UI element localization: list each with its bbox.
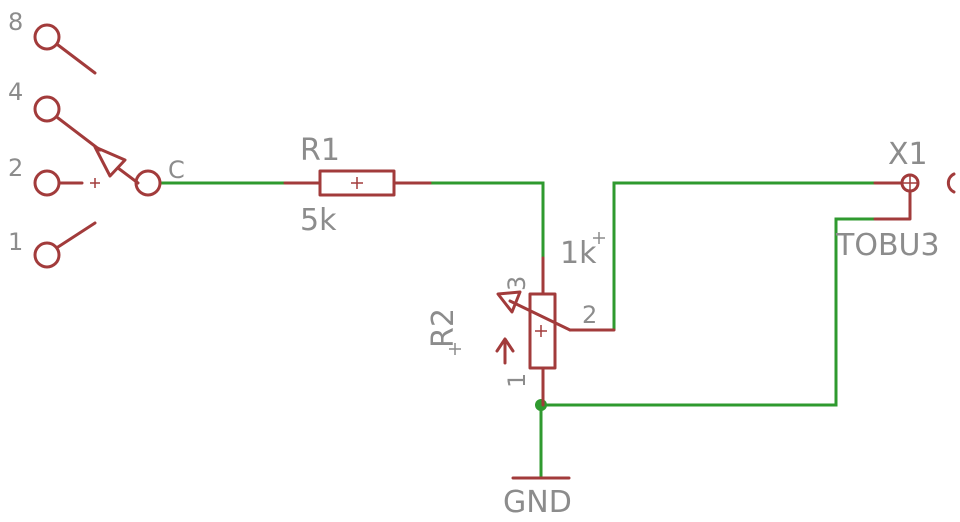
wires bbox=[160, 181, 875, 478]
r2-pin3-label: 3 bbox=[503, 276, 531, 291]
r2-name-label: R2 bbox=[426, 308, 461, 348]
resistor-r1: R1 5k bbox=[283, 133, 432, 238]
x1-value-label: TOBU3 bbox=[835, 228, 940, 263]
x1-lead-ground bbox=[873, 189, 912, 221]
switch-contact-4 bbox=[33, 95, 61, 123]
switch-contact-8 bbox=[33, 23, 61, 51]
switch-position-2-label: 2 bbox=[8, 154, 23, 182]
switch-contact-1 bbox=[33, 241, 61, 269]
r2-pin1-label: 1 bbox=[503, 373, 531, 388]
x1-name-label: X1 bbox=[888, 137, 928, 172]
r1-origin-marker bbox=[351, 177, 363, 189]
gnd-label: GND bbox=[503, 485, 572, 520]
junction-dot bbox=[535, 399, 547, 411]
switch-position-4-label: 4 bbox=[8, 78, 23, 106]
r2-wiper-line bbox=[508, 299, 572, 332]
r1-value-label: 5k bbox=[300, 203, 337, 238]
ground-symbol: GND bbox=[503, 476, 572, 520]
switch-lead-1 bbox=[56, 221, 97, 249]
switch-lead-4 bbox=[56, 116, 102, 152]
rotary-switch: 8 4 2 1 C bbox=[8, 8, 185, 269]
switch-common-contact bbox=[134, 169, 162, 197]
switch-lead-8 bbox=[56, 43, 97, 75]
net-x1-to-ground bbox=[541, 217, 875, 407]
x1-pin-cross bbox=[902, 175, 918, 191]
connector-x1: X1 TOBU3 bbox=[835, 137, 956, 263]
net-r1-to-r2-pin3 bbox=[430, 181, 545, 258]
switch-contact-2 bbox=[33, 169, 61, 197]
switch-origin-marker bbox=[90, 178, 100, 188]
r2-value-label: 1k bbox=[560, 236, 597, 271]
r1-name-label: R1 bbox=[300, 133, 340, 168]
x1-jack-socket bbox=[946, 172, 956, 194]
r2-value-origin-marker bbox=[593, 232, 605, 244]
r2-wiper-arrow bbox=[496, 290, 522, 314]
net-r2-wiper-to-x1 bbox=[612, 181, 875, 330]
r2-name-origin-marker bbox=[449, 343, 461, 355]
r2-origin-marker bbox=[535, 325, 547, 337]
r2-direction-arrow-head bbox=[495, 337, 515, 353]
switch-position-8-label: 8 bbox=[8, 8, 23, 36]
potentiometer-r2: R2 1k 3 1 2 bbox=[426, 232, 616, 407]
r2-pin2-label: 2 bbox=[582, 301, 597, 329]
switch-wiper-arm bbox=[116, 166, 140, 185]
switch-position-1-label: 1 bbox=[8, 228, 23, 256]
switch-common-label: C bbox=[168, 156, 185, 184]
